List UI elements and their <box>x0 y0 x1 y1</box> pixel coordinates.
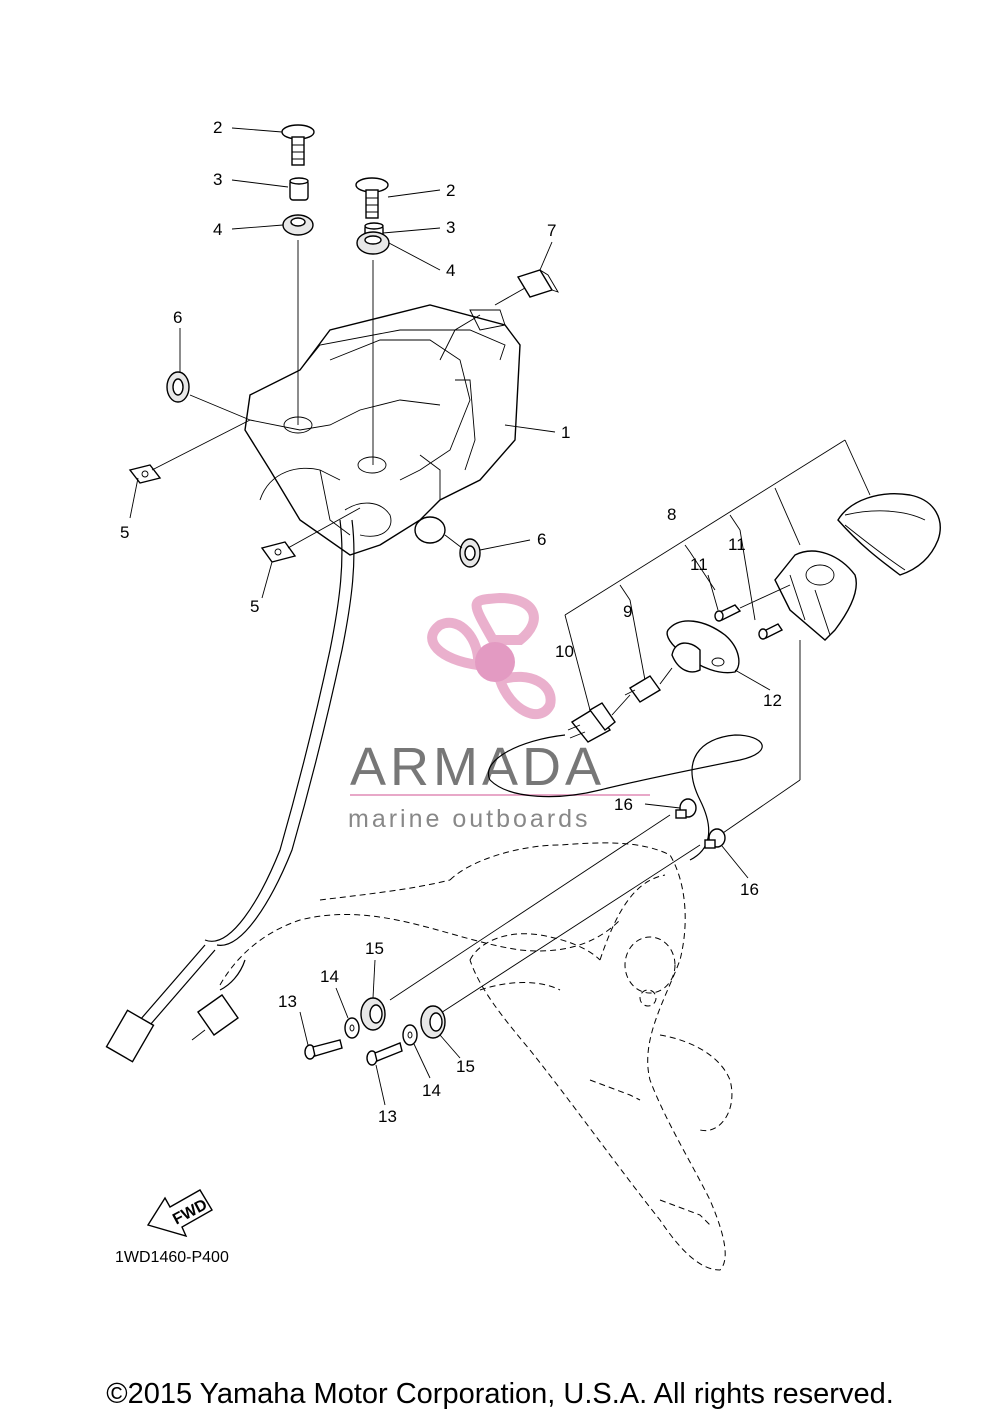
screw-13a <box>304 1039 343 1060</box>
callout-labels: 1 2 2 3 3 4 4 5 5 6 6 7 8 9 10 11 11 12 … <box>120 118 782 1126</box>
callout-13: 13 <box>378 1107 397 1126</box>
callout-14: 14 <box>422 1081 441 1100</box>
diagram-code: 1WD1460-P400 <box>115 1249 229 1266</box>
armada-propeller-logo-icon <box>427 592 556 720</box>
reflector-12 <box>666 620 740 674</box>
callout-4: 4 <box>446 261 455 280</box>
lamp-housing <box>774 550 857 641</box>
clip-nut-5a <box>128 464 162 484</box>
socket-10 <box>567 702 616 743</box>
callout-6: 6 <box>173 308 182 327</box>
cap-7 <box>516 269 559 298</box>
callout-8: 8 <box>667 505 676 524</box>
callout-3: 3 <box>446 218 455 237</box>
callout-13: 13 <box>278 992 297 1011</box>
clip-nut-5b <box>260 541 297 563</box>
parts-diagram: ARMADA marine outboards <box>105 118 941 1271</box>
callout-2: 2 <box>213 118 222 137</box>
callout-16: 16 <box>614 795 633 814</box>
wire-harness-left <box>105 519 355 1063</box>
callout-14: 14 <box>320 967 339 986</box>
grommet-6a <box>166 371 190 403</box>
rivet-16a <box>675 798 697 819</box>
screw-11a <box>714 604 742 622</box>
screw-2a <box>281 124 315 166</box>
callout-16: 16 <box>740 880 759 899</box>
fwd-arrow-icon: FWD <box>146 1189 213 1238</box>
callout-9: 9 <box>623 602 632 621</box>
callout-1: 1 <box>561 423 570 442</box>
callout-11: 11 <box>728 535 746 554</box>
connector-right <box>191 994 239 1041</box>
screw-13b <box>366 1042 403 1066</box>
grommet-4b <box>356 231 390 255</box>
leader-lines <box>129 127 719 611</box>
grommet-4a <box>282 214 314 236</box>
callout-5: 5 <box>250 597 259 616</box>
washer-14b <box>402 1024 418 1046</box>
callout-11: 11 <box>690 555 708 574</box>
lamp-cover <box>837 493 941 576</box>
callout-12: 12 <box>763 691 782 710</box>
license-lamp-group-lines <box>564 439 871 711</box>
callout-15: 15 <box>365 939 384 958</box>
screw-11b <box>758 623 784 640</box>
wire-dashed-route <box>219 913 621 986</box>
lamp-wire-loop <box>487 734 763 861</box>
watermark-title: ARMADA <box>350 737 605 797</box>
callout-10: 10 <box>555 642 574 661</box>
callout-4: 4 <box>213 220 222 239</box>
rivet-16b <box>704 828 726 849</box>
callout-15: 15 <box>456 1057 475 1076</box>
grommet-6b <box>459 538 481 568</box>
callout-2: 2 <box>446 181 455 200</box>
watermark-subtitle: marine outboards <box>348 805 591 833</box>
bulb-9 <box>624 675 662 703</box>
callout-7: 7 <box>547 221 556 240</box>
washer-14a <box>344 1017 360 1039</box>
bracket-assembly <box>244 304 521 556</box>
callout-6: 6 <box>537 530 546 549</box>
rear-fender-outline <box>319 842 733 1271</box>
grommet-15b <box>420 1005 446 1039</box>
callout-3: 3 <box>213 170 222 189</box>
leader-lines-lower <box>299 669 771 1106</box>
callout-5: 5 <box>120 523 129 542</box>
screw-2b <box>355 177 389 219</box>
grommet-15a <box>360 997 386 1031</box>
collar-3a <box>289 177 309 201</box>
grommet-6b-seat <box>414 516 446 544</box>
copyright-notice: ©2015 Yamaha Motor Corporation, U.S.A. A… <box>106 1378 894 1410</box>
